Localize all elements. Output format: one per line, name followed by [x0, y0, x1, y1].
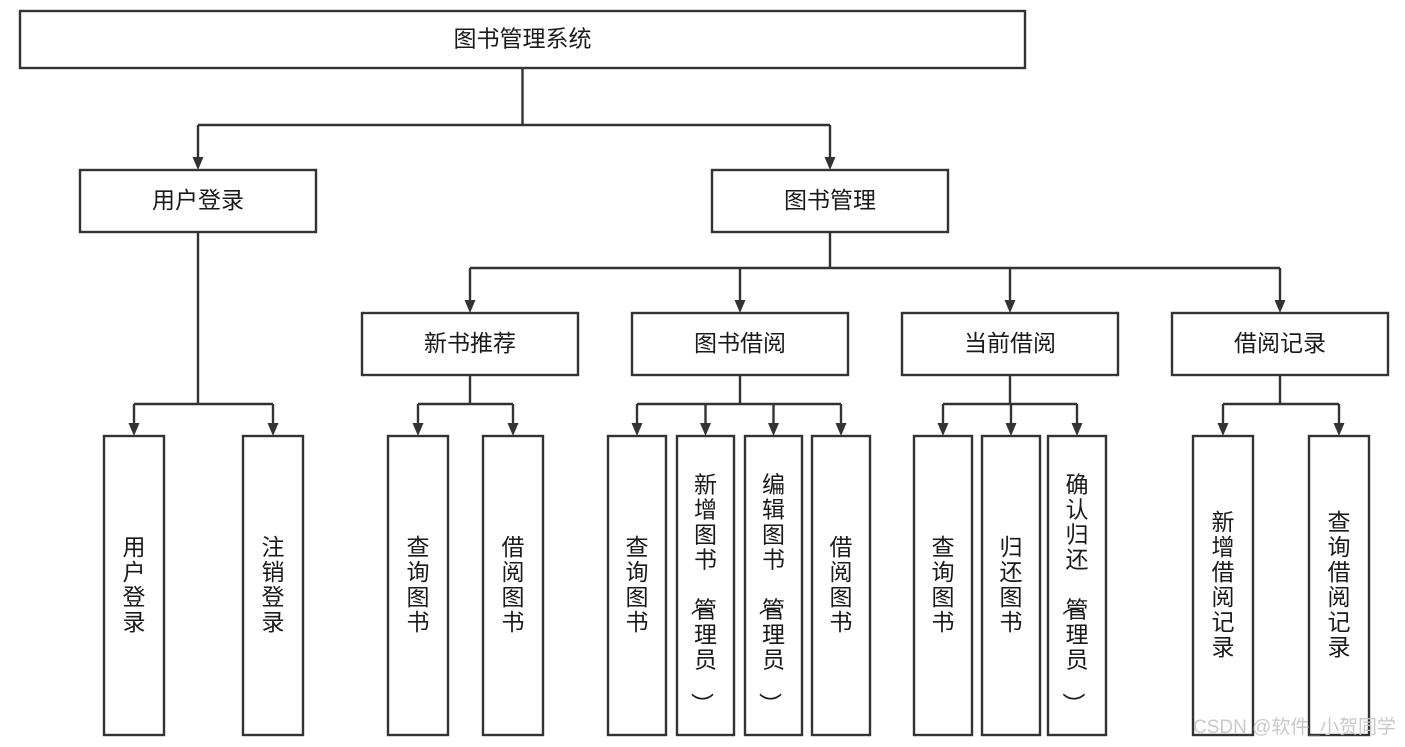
- node-current-borrow[interactable]: 当前借阅: [900, 311, 1120, 377]
- node-leaf-return-book[interactable]: 归还图书: [980, 434, 1042, 737]
- node-label-user-login: 用户登录: [152, 187, 244, 213]
- node-box-leaf-query-book-borrow: [606, 434, 668, 737]
- node-leaf-borrow-book[interactable]: 借阅图书: [810, 434, 872, 737]
- node-leaf-confirm-return-admin[interactable]: 确认归还（管理员）: [1046, 434, 1108, 737]
- node-label-book-borrow: 图书借阅: [694, 330, 786, 356]
- node-leaf-borrow-book-recommend[interactable]: 借阅图书: [481, 434, 545, 737]
- node-label-leaf-logout: 注销登录: [262, 534, 285, 635]
- node-box-borrow-record: [1170, 311, 1390, 377]
- connector-layer: [128, 68, 1345, 436]
- node-user-login[interactable]: 用户登录: [78, 168, 318, 234]
- node-leaf-logout[interactable]: 注销登录: [241, 434, 305, 737]
- node-label-leaf-add-book-admin: 新增图书（管理员）: [689, 472, 717, 716]
- node-box-leaf-add-book-admin: [675, 434, 736, 737]
- node-box-leaf-query-book-recommend: [386, 434, 450, 737]
- node-box-leaf-return-book: [980, 434, 1042, 737]
- node-label-borrow-record: 借阅记录: [1234, 330, 1326, 356]
- node-leaf-user-login[interactable]: 用户登录: [102, 434, 166, 737]
- node-label-current-borrow: 当前借阅: [964, 330, 1056, 356]
- node-label-root: 图书管理系统: [454, 26, 592, 52]
- node-box-leaf-edit-book-admin: [743, 434, 804, 737]
- node-label-leaf-user-login: 用户登录: [123, 534, 146, 635]
- node-label-leaf-edit-book-admin: 编辑图书（管理员）: [757, 472, 785, 716]
- node-box-new-book-recommend: [360, 311, 580, 377]
- node-book-borrow[interactable]: 图书借阅: [630, 311, 850, 377]
- node-layer: 图书管理系统用户登录图书管理新书推荐图书借阅当前借阅借阅记录用户登录注销登录查询…: [18, 9, 1390, 737]
- node-leaf-query-borrow-record[interactable]: 查询借阅记录: [1307, 434, 1371, 737]
- node-label-leaf-query-book-borrow: 查询图书: [626, 534, 649, 635]
- node-label-leaf-borrow-book: 借阅图书: [830, 534, 853, 635]
- node-leaf-add-book-admin[interactable]: 新增图书（管理员）: [675, 434, 736, 737]
- node-leaf-add-borrow-record[interactable]: 新增借阅记录: [1191, 434, 1255, 737]
- node-label-book-manage: 图书管理: [784, 187, 876, 213]
- node-box-leaf-query-book-current: [912, 434, 974, 737]
- node-leaf-query-book-current[interactable]: 查询图书: [912, 434, 974, 737]
- node-box-current-borrow: [900, 311, 1120, 377]
- node-box-root: [18, 9, 1027, 70]
- node-box-user-login: [78, 168, 318, 234]
- node-root[interactable]: 图书管理系统: [18, 9, 1027, 70]
- node-label-leaf-query-book-recommend: 查询图书: [407, 534, 430, 635]
- node-box-leaf-borrow-book-recommend: [481, 434, 545, 737]
- node-label-leaf-borrow-book-recommend: 借阅图书: [502, 534, 525, 635]
- node-label-leaf-return-book: 归还图书: [1000, 534, 1023, 635]
- node-borrow-record[interactable]: 借阅记录: [1170, 311, 1390, 377]
- node-label-leaf-confirm-return-admin: 确认归还（管理员）: [1061, 472, 1089, 716]
- node-label-new-book-recommend: 新书推荐: [424, 330, 516, 356]
- node-box-book-manage: [710, 168, 950, 234]
- node-leaf-edit-book-admin[interactable]: 编辑图书（管理员）: [743, 434, 804, 737]
- node-box-leaf-confirm-return-admin: [1046, 434, 1108, 737]
- node-box-leaf-add-borrow-record: [1191, 434, 1255, 737]
- node-box-leaf-borrow-book: [810, 434, 872, 737]
- node-leaf-query-book-recommend[interactable]: 查询图书: [386, 434, 450, 737]
- node-book-manage[interactable]: 图书管理: [710, 168, 950, 234]
- node-label-leaf-add-borrow-record: 新增借阅记录: [1212, 509, 1235, 660]
- node-label-leaf-query-borrow-record: 查询借阅记录: [1328, 509, 1351, 660]
- csdn-watermark: CSDN @软件_小贺同学: [1193, 716, 1396, 738]
- node-label-leaf-query-book-current: 查询图书: [932, 534, 955, 635]
- node-leaf-query-book-borrow[interactable]: 查询图书: [606, 434, 668, 737]
- node-box-leaf-query-borrow-record: [1307, 434, 1371, 737]
- node-box-leaf-logout: [241, 434, 305, 737]
- node-new-book-recommend[interactable]: 新书推荐: [360, 311, 580, 377]
- node-box-book-borrow: [630, 311, 850, 377]
- node-box-leaf-user-login: [102, 434, 166, 737]
